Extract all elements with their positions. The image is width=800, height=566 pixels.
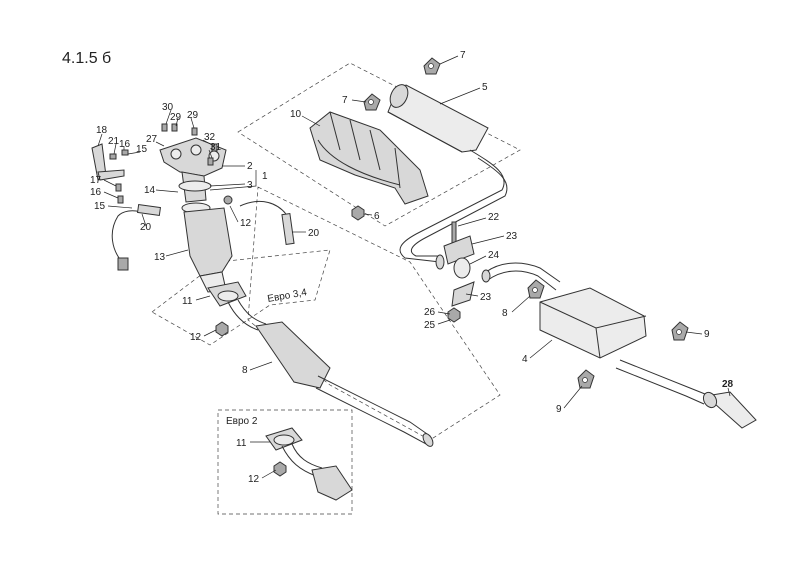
callout-23a: 23 xyxy=(506,231,518,242)
callout-8b: 8 xyxy=(502,308,508,319)
callout-32: 32 xyxy=(204,132,216,143)
callout-6: 6 xyxy=(374,211,380,222)
nut-6 xyxy=(351,205,365,221)
rear-main-muffler xyxy=(387,84,508,270)
rubber-hanger-8 xyxy=(527,279,545,299)
callout-13: 13 xyxy=(154,252,166,263)
manifold-bracket xyxy=(91,143,125,181)
callout-4: 4 xyxy=(522,354,528,365)
callout-7a: 7 xyxy=(460,50,466,61)
oxygen-sensor-rear xyxy=(239,201,295,245)
callout-3: 3 xyxy=(247,180,253,191)
leader-lines xyxy=(97,55,731,479)
callout-31: 31 xyxy=(210,142,222,153)
callout-12b: 12 xyxy=(190,332,202,343)
rubber-hanger-9b xyxy=(577,369,595,389)
callout-18: 18 xyxy=(96,125,108,136)
callout-20a: 20 xyxy=(140,222,152,233)
manifold-studs xyxy=(109,123,218,204)
callout-labels: 7 7 5 10 6 30 29 29 27 32 31 18 21 16 15… xyxy=(90,50,734,485)
rubber-hanger-7a xyxy=(423,57,441,75)
callout-23b: 23 xyxy=(480,292,492,303)
euro2-front-pipe xyxy=(265,427,353,501)
callout-9a: 9 xyxy=(704,329,710,340)
oxygen-sensor-front xyxy=(111,203,162,271)
callout-9b: 9 xyxy=(556,404,562,415)
callout-12a: 12 xyxy=(240,218,252,229)
callout-16b: 16 xyxy=(90,187,102,198)
callout-14: 14 xyxy=(144,185,156,196)
callout-7b: 7 xyxy=(342,95,348,106)
callout-24: 24 xyxy=(488,250,500,261)
euro34-label: Евро 3,4 xyxy=(267,287,309,305)
callout-22: 22 xyxy=(488,212,500,223)
euro34-group-outline xyxy=(151,249,331,346)
callout-11a: 11 xyxy=(182,296,193,307)
heat-shield xyxy=(309,111,429,205)
rear-muffler xyxy=(481,262,711,405)
euro2-inset-outline xyxy=(217,409,353,515)
pipe-clamp-assembly xyxy=(443,221,475,323)
diagram-title: 4.1.5 б xyxy=(62,50,111,67)
nut-12-front xyxy=(215,321,229,337)
rubber-hanger-7b xyxy=(363,93,381,111)
callout-11b: 11 xyxy=(236,438,247,449)
callout-8a: 8 xyxy=(242,365,248,376)
callout-10: 10 xyxy=(290,109,302,120)
callout-12c: 12 xyxy=(248,474,260,485)
front-pipe-flange xyxy=(207,281,247,307)
tailpipe-tip xyxy=(702,391,757,429)
callout-29a: 29 xyxy=(170,112,182,123)
callout-1: 1 xyxy=(262,171,268,182)
callout-5: 5 xyxy=(482,82,488,93)
callout-2: 2 xyxy=(247,161,253,172)
callout-17: 17 xyxy=(90,175,102,186)
resonator-center-pipe xyxy=(227,299,434,447)
callout-20b: 20 xyxy=(308,228,320,239)
callout-28: 28 xyxy=(722,379,734,390)
callout-16a: 16 xyxy=(119,139,131,150)
euro2-label: Евро 2 xyxy=(226,416,258,427)
callout-21: 21 xyxy=(108,136,120,147)
callout-15a: 15 xyxy=(136,144,148,155)
callout-27: 27 xyxy=(146,134,158,145)
callout-26: 26 xyxy=(424,307,436,318)
rubber-hanger-9a xyxy=(671,321,689,341)
callout-25: 25 xyxy=(424,320,436,331)
callout-15b: 15 xyxy=(94,201,106,212)
callout-29b: 29 xyxy=(187,110,199,121)
muffler-group-outline xyxy=(237,62,521,227)
callout-30: 30 xyxy=(162,102,174,113)
